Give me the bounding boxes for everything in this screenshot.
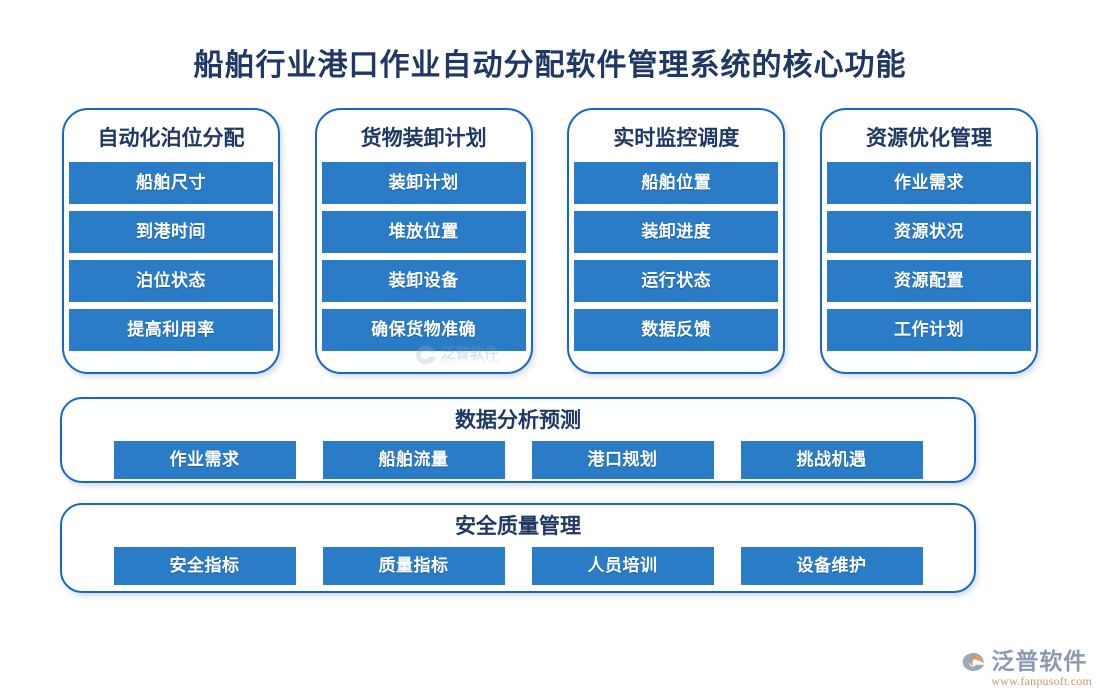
card-item[interactable]: 船舶尺寸 (69, 162, 273, 204)
panel-item[interactable]: 挑战机遇 (740, 441, 923, 479)
panel-item[interactable]: 人员培训 (531, 547, 714, 585)
panel-item[interactable]: 安全指标 (113, 547, 296, 585)
card-item[interactable]: 泊位状态 (69, 260, 273, 302)
card-item[interactable]: 装卸计划 (321, 162, 526, 204)
card-item[interactable]: 船舶位置 (574, 162, 779, 204)
panel-item-list: 作业需求 船舶流量 港口规划 挑战机遇 (113, 441, 923, 479)
card-item-list: 作业需求 资源状况 资源配置 工作计划 (826, 162, 1031, 351)
feature-card-cargo-loading-plan[interactable]: 货物装卸计划 装卸计划 堆放位置 装卸设备 确保货物准确 (314, 108, 533, 374)
card-item[interactable]: 工作计划 (826, 309, 1031, 351)
brand-name: 泛普软件 (991, 648, 1088, 674)
panel-title: 数据分析预测 (455, 409, 581, 432)
card-item[interactable]: 运行状态 (574, 260, 779, 302)
card-title: 资源优化管理 (865, 127, 992, 150)
panel-item[interactable]: 质量指标 (322, 547, 505, 585)
fanpu-logo-mark-icon (962, 653, 985, 671)
card-title: 自动化泊位分配 (97, 127, 245, 150)
feature-card-automated-berth-allocation[interactable]: 自动化泊位分配 船舶尺寸 到港时间 泊位状态 提高利用率 (62, 108, 280, 374)
panel-safety-quality-management[interactable]: 安全质量管理 安全指标 质量指标 人员培训 设备维护 (60, 503, 976, 593)
card-item[interactable]: 堆放位置 (321, 211, 526, 253)
feature-card-resource-optimization[interactable]: 资源优化管理 作业需求 资源状况 资源配置 工作计划 (819, 108, 1038, 374)
brand-url: www.fanpusoft.com (991, 674, 1092, 688)
panel-data-analysis-forecast[interactable]: 数据分析预测 作业需求 船舶流量 港口规划 挑战机遇 (60, 397, 976, 483)
card-item-list: 装卸计划 堆放位置 装卸设备 确保货物准确 (321, 162, 526, 351)
card-title: 货物装卸计划 (360, 127, 487, 150)
card-item[interactable]: 资源配置 (826, 260, 1031, 302)
feature-card-realtime-monitoring[interactable]: 实时监控调度 船舶位置 装卸进度 运行状态 数据反馈 (567, 108, 786, 374)
card-item[interactable]: 作业需求 (826, 162, 1031, 204)
card-item[interactable]: 资源状况 (826, 211, 1031, 253)
card-item[interactable]: 装卸进度 (574, 211, 779, 253)
panel-item[interactable]: 船舶流量 (322, 441, 505, 479)
card-item[interactable]: 到港时间 (69, 211, 273, 253)
panel-item[interactable]: 设备维护 (740, 547, 923, 585)
feature-cards-row: 自动化泊位分配 船舶尺寸 到港时间 泊位状态 提高利用率 货物装卸计划 装卸计划… (62, 108, 1038, 374)
panel-item-list: 安全指标 质量指标 人员培训 设备维护 (113, 547, 923, 585)
card-title: 实时监控调度 (613, 127, 740, 150)
page-title: 船舶行业港口作业自动分配软件管理系统的核心功能 (193, 49, 907, 82)
card-item-list: 船舶尺寸 到港时间 泊位状态 提高利用率 (69, 162, 273, 351)
brand-logo-text: 泛普软件 www.fanpusoft.com (991, 648, 1092, 688)
panel-title: 安全质量管理 (455, 515, 581, 538)
card-item-list: 船舶位置 装卸进度 运行状态 数据反馈 (574, 162, 779, 351)
brand-logo: 泛普软件 www.fanpusoft.com (962, 648, 1092, 694)
card-item[interactable]: 装卸设备 (321, 260, 526, 302)
panel-item[interactable]: 作业需求 (113, 441, 296, 479)
card-item[interactable]: 提高利用率 (69, 309, 273, 351)
panel-item[interactable]: 港口规划 (531, 441, 714, 479)
card-item[interactable]: 确保货物准确 (321, 309, 526, 351)
card-item[interactable]: 数据反馈 (574, 309, 779, 351)
